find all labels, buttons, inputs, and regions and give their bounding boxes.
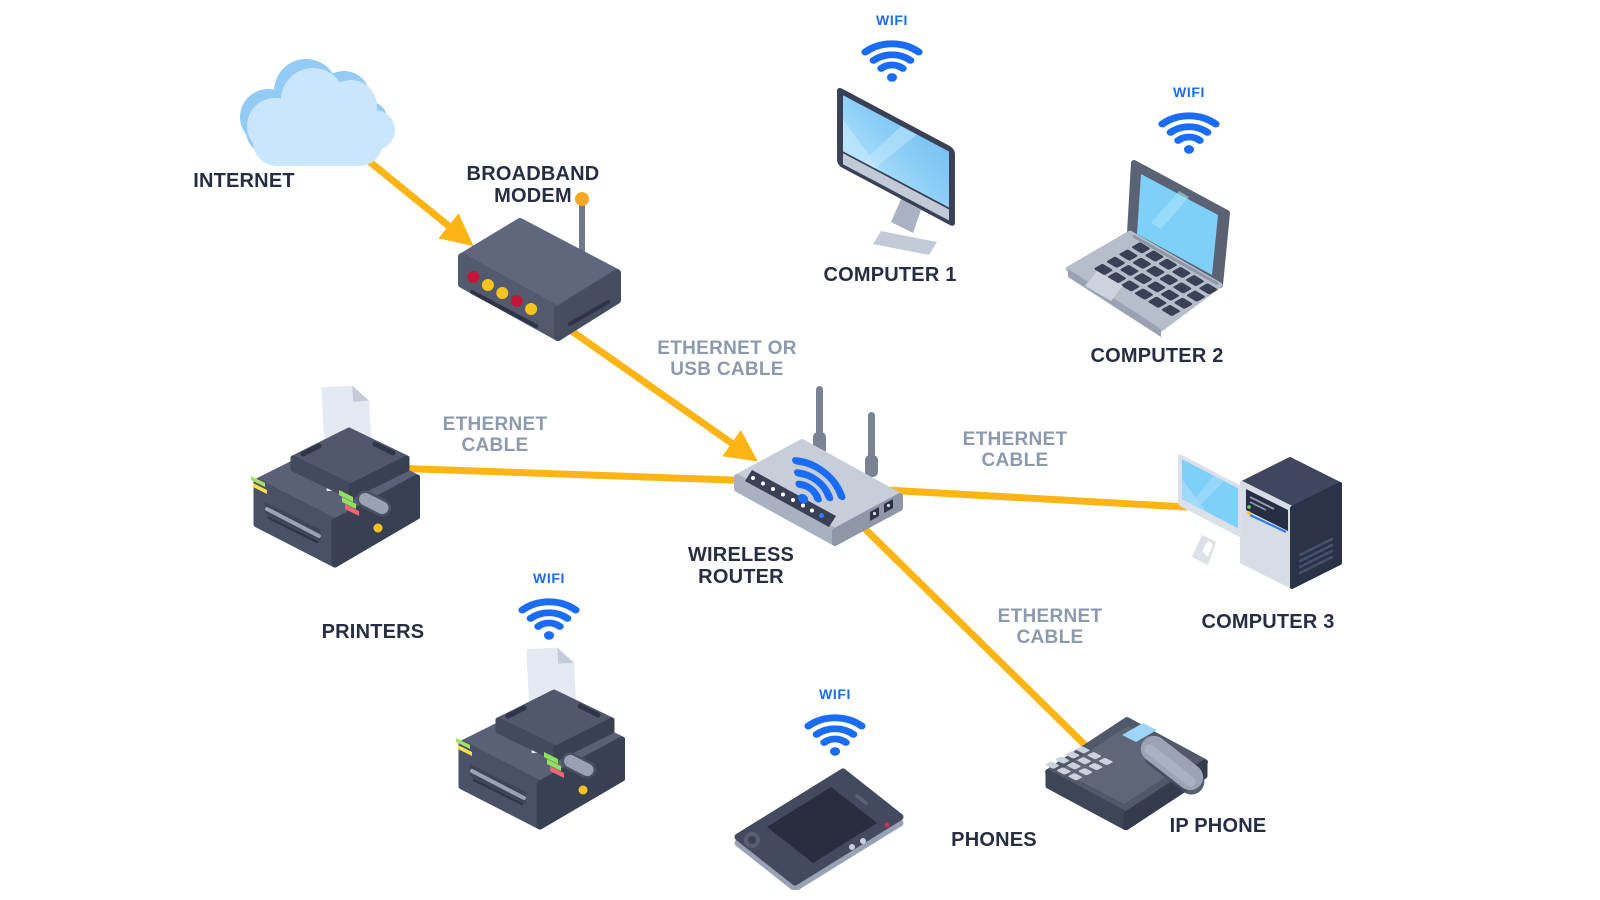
- ip-phone-label: IP PHONE: [1169, 815, 1267, 837]
- node-computer1: [825, 75, 970, 260]
- cable-router-to-ip-phone: [852, 516, 1094, 754]
- computer1-label: COMPUTER 1: [823, 264, 957, 286]
- wifi-icon: [513, 589, 585, 641]
- node-printer-wired: [245, 378, 421, 578]
- computer3-label: COMPUTER 3: [1201, 611, 1335, 633]
- node-printer-wireless: [450, 640, 626, 840]
- wifi-badge-smartphone: WIFI: [797, 686, 873, 757]
- wifi-badge-printer: WIFI: [511, 570, 587, 641]
- node-internet: [225, 48, 405, 188]
- wifi-label: WIFI: [819, 686, 851, 702]
- printers-label: PRINTERS: [321, 621, 425, 643]
- cable-label-printer-router: ETHERNET CABLE: [442, 414, 548, 457]
- cable-label-modem-router: ETHERNET OR USB CABLE: [657, 338, 797, 381]
- node-wireless-router: [715, 380, 915, 550]
- cable-internet-to-modem: [361, 154, 474, 247]
- node-computer2: [1055, 150, 1235, 340]
- wifi-badge-computer2: WIFI: [1151, 84, 1227, 155]
- smartphone-icon: [734, 768, 904, 892]
- wifi-label: WIFI: [876, 12, 908, 28]
- wifi-icon: [799, 705, 871, 757]
- desktop-monitor-icon: [837, 87, 955, 255]
- phones-label: PHONES: [951, 829, 1037, 851]
- computer2-label: COMPUTER 2: [1090, 345, 1224, 367]
- node-computer3: [1150, 435, 1350, 600]
- laptop-icon: [1065, 160, 1230, 337]
- wifi-icon: [856, 31, 928, 83]
- modem-icon: [458, 192, 621, 341]
- wireless-router-label: WIRELESS ROUTER: [687, 544, 795, 589]
- desk-phone-icon: [1045, 717, 1208, 831]
- cable-router-to-computer3: [864, 485, 1190, 511]
- cable-printer-to-router: [386, 464, 764, 485]
- router-icon: [734, 386, 903, 546]
- desktop-tower-monitor-icon: [1178, 454, 1342, 589]
- cloud-icon: [240, 59, 395, 166]
- cable-label-router-computer3: ETHERNET CABLE: [962, 429, 1068, 472]
- printer-icon: [456, 647, 626, 830]
- wifi-label: WIFI: [533, 570, 565, 586]
- printer-icon: [251, 385, 421, 568]
- wifi-label: WIFI: [1173, 84, 1205, 100]
- wifi-badge-computer1: WIFI: [854, 12, 930, 83]
- cable-modem-to-router: [559, 321, 758, 462]
- broadband-modem-label: BROADBAND MODEM: [466, 163, 600, 208]
- cable-label-router-ip-phone: ETHERNET CABLE: [997, 606, 1103, 649]
- node-ip-phone: [1040, 700, 1215, 831]
- node-broadband-modem: [450, 185, 630, 350]
- node-smartphone: [705, 755, 905, 892]
- internet-label: INTERNET: [193, 170, 295, 192]
- wifi-icon: [1153, 103, 1225, 155]
